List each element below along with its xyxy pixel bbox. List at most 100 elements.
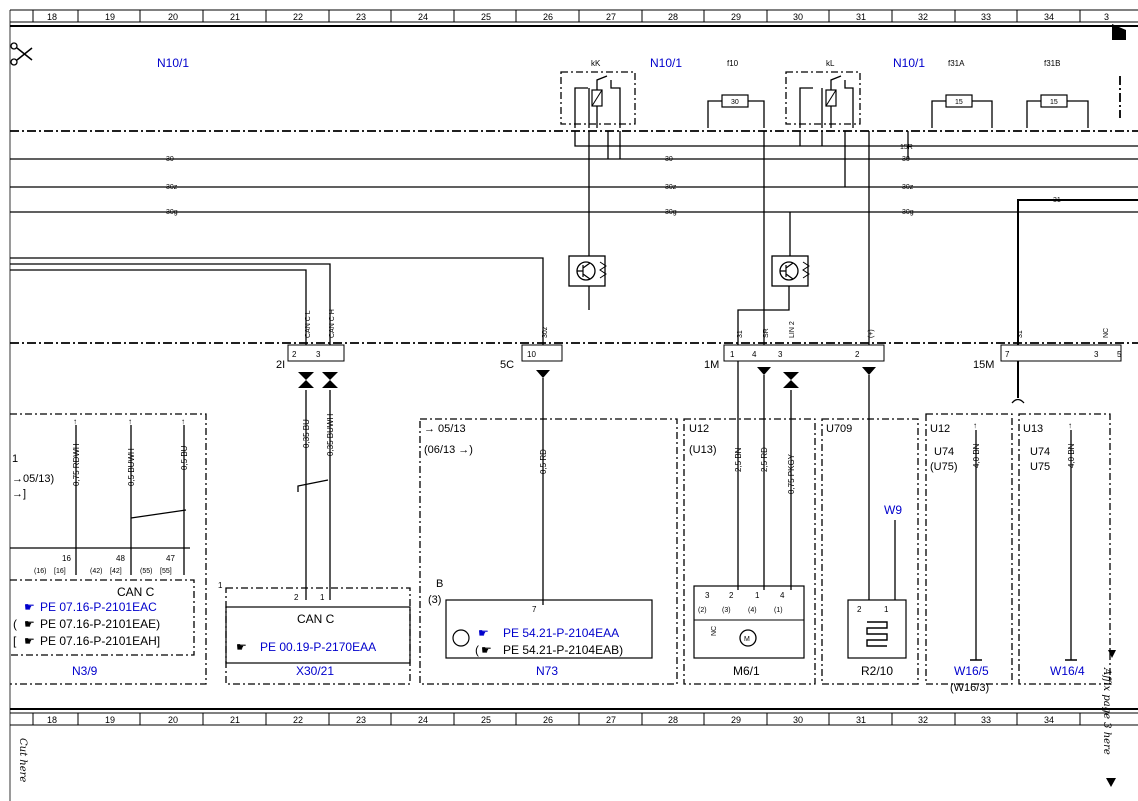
r2-10-name: R2/10 [861,664,893,678]
relay-kk [560,71,636,128]
pin-tag-31: 31 [737,330,744,338]
bottom-grid-ruler: 18 19 20 21 22 23 24 25 26 27 28 29 30 3… [10,708,1138,726]
n73-ref[interactable]: PE 54.21-P-2104EAB) [503,643,623,657]
wire-label: 4,0 BN [972,443,981,468]
doc-icon: ☛ [478,626,489,640]
pin-tag-31b: 31 [1017,330,1024,338]
module-m6-1: U12 (U13) 3 2 1 4 (2) (3) (4) (1) NC M M… [683,418,816,685]
wire-label: 0,5 BU [180,445,189,470]
module-wires [10,361,1072,660]
w16-5-alt: (W16/3) [950,682,989,694]
wire-label: 0,5 BUWH [127,448,136,486]
svg-text:↑: ↑ [973,421,977,430]
n3-9-pin-alt: [55] [160,568,172,575]
x30-21-ref[interactable]: PE 00.19-P-2170EAA [260,640,376,654]
n73-ref-prefix: ( [475,643,479,657]
arrow-down-icon [1108,650,1116,658]
relay-kl [785,71,861,128]
grid-top-31: 31 [856,12,866,22]
bus-15r-label: 15R [900,144,913,151]
pin-tag-nc: NC [1103,328,1110,338]
n73-pin: 7 [532,605,537,614]
x30-21-pin: 1 [320,593,325,602]
connector-5c-pin: 10 [527,350,536,359]
n73-side: B [436,578,443,590]
module-w16-4: ↑ U13 U74 U75 W16/4 [1018,413,1111,685]
connector-1m-pin: 4 [752,350,757,359]
grid-top-33: 33 [981,12,991,22]
connector-15m-pin: 3 [1094,350,1099,359]
bus-30z-label-1: 30z [166,184,178,191]
bus-30g-label-1: 30g [166,209,178,216]
grid-bottom-33: 33 [981,715,991,725]
n73-name[interactable]: N73 [536,664,558,678]
n3-9-pin-alt: [16] [54,568,66,575]
m6-1-pin: 4 [780,591,785,600]
n73-variant: → 05/13 [424,423,466,435]
doc-icon: ☛ [236,640,247,654]
wire-labels: 0,75 RDWH 0,5 BUWH 0,5 BU 0,35 BU 0,35 B… [72,414,1076,494]
bus-lines: 15R 30 30 30 30z 30z 30z 30g 30g 30g 31 [10,131,1138,345]
n3-9-name[interactable]: N3/9 [72,664,98,678]
bus-30z-label-3: 30z [902,184,914,191]
pin-tag-can-c-h: CAN C H [329,309,336,338]
n3-9-ref[interactable]: PE 07.16-P-2101EAH] [40,634,160,648]
n73-side: (3) [428,594,441,606]
n3-9-ref-prefix: [ [13,634,17,648]
connector-2i-pin: 3 [316,350,321,359]
w16-4-name[interactable]: W16/4 [1050,664,1085,678]
grid-bottom-25: 25 [481,715,491,725]
n3-9-bus: CAN C [117,585,155,599]
grid-top-23: 23 [356,12,366,22]
n73-variant2: (06/13 →) [424,444,473,456]
n3-9-ref[interactable]: PE 07.16-P-2101EAE) [40,617,160,631]
pin-tag-can-c-l: CAN C L [305,310,312,338]
heater-icon [866,621,888,647]
wire-1m-31 [737,286,790,345]
x30-21-name[interactable]: X30/21 [296,664,334,678]
relay-kk-label: kK [591,59,601,68]
w16-4-variant: U74 [1030,446,1050,458]
n73-ref[interactable]: PE 54.21-P-2104EAA [503,626,619,640]
r2-10-pin: 2 [857,605,862,614]
wire-label: 0,35 BUWH [326,414,335,456]
grid-top-19: 19 [105,12,115,22]
w16-5-variant: U12 [930,423,950,435]
bus-31-label: 31 [1053,197,1061,204]
grid-top-32: 32 [918,12,928,22]
svg-text:M: M [744,636,750,643]
grid-top-22: 22 [293,12,303,22]
connector-15m-pin: 7 [1005,350,1010,359]
arrow-down-icon [1106,778,1116,787]
connector-1m-label: 1M [704,359,719,371]
connector-5c: 10 5C [500,344,563,378]
fuse-f31a: 15 [931,94,993,128]
n3-9-pin-alt: (42) [90,568,102,575]
motor-icon [739,629,757,647]
w16-5-name[interactable]: W16/5 [954,664,989,678]
module-n73: → 05/13 (06/13 →) B (3) 7 ☛ PE 54.21-P-2… [419,418,678,685]
n3-9-side: 1 [12,453,18,465]
cut-here-text: Cut here [17,738,28,782]
relay-connections [588,131,909,345]
m6-1-variant2: (U13) [689,444,717,456]
n3-9-pin: 16 [62,554,71,563]
n3-9-side: →05/13) [12,473,54,485]
doc-icon: ☛ [481,643,492,657]
module-x30-21: 1 2 1 CAN C ☛ PE 00.19-P-2170EAA X30/21 [218,581,411,685]
page-marker-icon [1112,24,1126,40]
pin-tag-30z: 30z [542,326,549,338]
connector-1m-pin: 2 [855,350,860,359]
m6-1-pin-alt: (2) [698,607,707,614]
grid-bottom-19: 19 [105,715,115,725]
pin-tag-plus: (+) [868,329,875,338]
r2-10-ground[interactable]: W9 [884,503,902,517]
m6-1-pin-alt: (1) [774,607,783,614]
wire-label: 2,5 BN [734,447,743,472]
grid-top-21: 21 [230,12,240,22]
svg-text:↑: ↑ [73,417,77,426]
n3-9-pin: 47 [166,554,175,563]
connector-15m: 7 3 5 15M [973,344,1122,404]
grid-bottom-26: 26 [543,715,553,725]
n3-9-ref[interactable]: PE 07.16-P-2101EAC [40,600,157,614]
